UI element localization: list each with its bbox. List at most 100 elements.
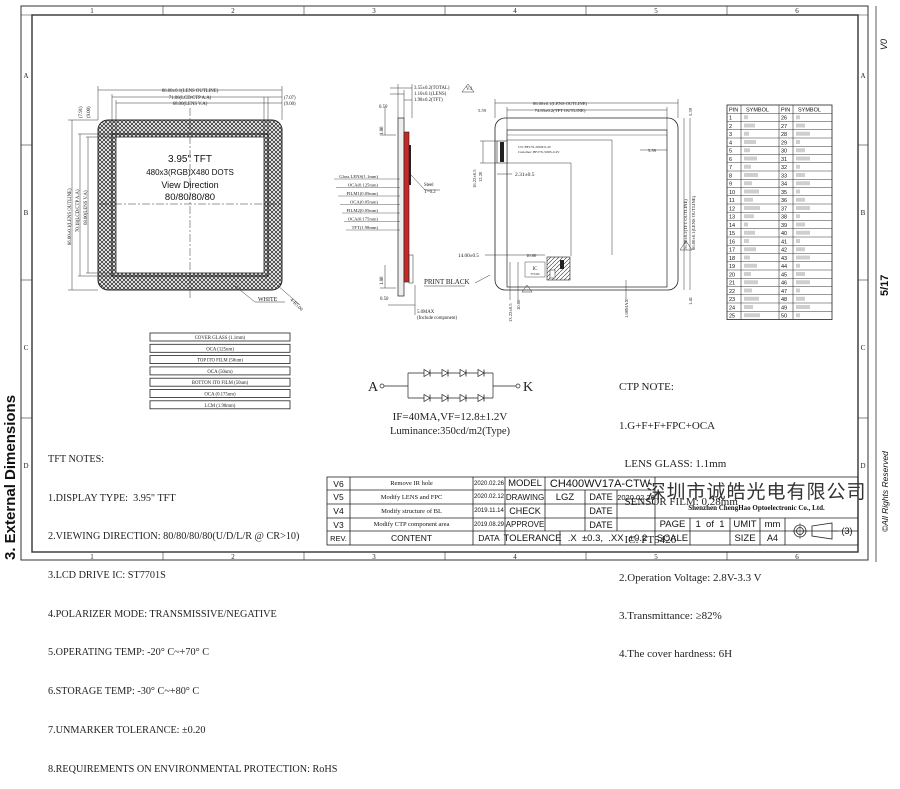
stack-layer-label: OCA (50um) (207, 370, 233, 375)
col-label: 2 (231, 7, 235, 15)
print-black-label: PRINT BLACK (424, 278, 470, 286)
pin-symbol-redacted (744, 280, 758, 285)
col-label: 1 (90, 553, 94, 561)
pin-symbol-redacted (744, 296, 759, 301)
pin-number: 48 (781, 297, 787, 303)
pin-symbol-redacted (744, 206, 760, 210)
layer-label: OCA(0.05mm) (350, 200, 378, 205)
pin-number: 17 (729, 248, 735, 254)
pin-symbol-redacted (744, 123, 755, 128)
led-diode-icon (441, 393, 449, 403)
cathode-label: K (523, 380, 533, 395)
pin-number: 49 (781, 305, 787, 311)
led-spec: IF=40MA,VF=12.8±1.2V (393, 411, 508, 423)
unit-label: UMIT (733, 519, 757, 530)
size-value: A4 (766, 533, 778, 543)
drawing-value: LGZ (555, 491, 575, 503)
size-label: SIZE (734, 532, 756, 544)
pin-number: 7 (729, 165, 732, 171)
row-label: B (861, 209, 866, 217)
dim-559-mid: 5.59 (648, 148, 657, 153)
pin-symbol-redacted (796, 189, 800, 194)
pin-number: 40 (781, 231, 787, 237)
display-size-label: 3.95" TFT (168, 154, 212, 165)
pin-table-header: SYMBOL (746, 107, 769, 113)
pin-number: 3 (729, 132, 732, 138)
dim-050-top: 0.50 (379, 105, 388, 110)
row-label: C (861, 344, 866, 352)
dim-lens-va-width: 68.00(LENS V.A) (173, 102, 208, 107)
pin-symbol-redacted (744, 255, 750, 260)
pin-table-header: SYMBOL (798, 107, 821, 113)
pin-number: 44 (781, 264, 787, 270)
stack-layer-label: TOP ITO FILM (50um) (197, 359, 243, 364)
dim-141: 1.41 (688, 296, 693, 305)
pin-symbol-redacted (796, 288, 800, 293)
rev-date-cell: 2019.11.14 (474, 508, 504, 514)
approve-date-label: DATE (589, 519, 613, 530)
ctp-notes-title: CTP NOTE: (619, 381, 674, 394)
pin-symbol-redacted (744, 313, 760, 318)
stack-layer-label: LCM (1.98mm) (205, 404, 236, 409)
tft-note-item: 1.DISPLAY TYPE: 3.95" TFT (48, 492, 176, 504)
pin-number: 30 (781, 149, 787, 155)
radius-label: 4-R5.00 (289, 298, 304, 313)
approve-label: APPROVE (505, 520, 545, 529)
connector-spec: CN: BF27X-50DP-0.4V (518, 145, 552, 149)
pin-symbol-redacted (796, 206, 810, 210)
backlight-circuit (379, 368, 521, 403)
anode-label: A (368, 380, 379, 395)
stack-layer-box (149, 377, 291, 387)
layer-stack: COVER GLASS (1.1mm) OCA (125um) TOP ITO FI… (149, 332, 291, 410)
stack-layer-label: OCA (125um) (206, 347, 234, 352)
drawing-frame (20, 5, 877, 562)
pin-number: 28 (781, 132, 787, 138)
row-label: D (23, 462, 28, 470)
luminance-spec: Luminance:350cd/m2(Type) (390, 426, 510, 437)
ctp-note-item: 1.G+F+F+FPC+OCA (619, 419, 716, 432)
max-height-note: (Include component) (417, 316, 457, 321)
row-label: D (860, 462, 865, 470)
pin-number: 4 (729, 140, 732, 146)
pin-number: 9 (729, 182, 732, 188)
frame-labels: 1 2 3 4 5 6 1 2 3 4 5 6 A B C D A B C D (23, 7, 865, 561)
view-direction-values: 80/80/80/80 (165, 192, 215, 203)
pin-symbol-redacted (796, 148, 805, 153)
pin-symbol-redacted (796, 305, 810, 309)
tolerance-value: .X ±0.3, .XX ±0.2 (567, 532, 648, 544)
ic-label: IC (533, 267, 539, 272)
title-block-grid (326, 476, 859, 546)
dim-lens-va-height: 68.00(LENS V.A) (84, 190, 89, 225)
ctp-note-item: 3.Transmittance: ≥82% (619, 610, 722, 623)
rev-date-cell: 2020.02.12 (473, 494, 505, 500)
pin-symbol-redacted (796, 263, 800, 268)
pin-number: 25 (729, 314, 735, 320)
rev-content-cell: Remove IR hole (390, 480, 433, 487)
page-label: PAGE (659, 519, 686, 530)
dim-1000b: 10.00 (516, 299, 521, 310)
stack-layer-box (149, 343, 291, 353)
max-height-label: 5.0MAX (417, 310, 435, 315)
dim-ctp-aa-width: 71.86(LCD/CTP A.A) (169, 96, 212, 101)
led-diode-icon (441, 368, 449, 378)
rev-header: REV. (330, 533, 347, 543)
pin-number: 45 (781, 272, 787, 278)
ctp-note-item: 2.Operation Voltage: 2.8V-3.3 V (619, 571, 762, 584)
side-view: 3.55±0.2(TOTAL) 1.10±0.1(LENS) 1.98±0.2(… (334, 83, 475, 321)
pin-symbol-redacted (744, 272, 751, 276)
layer-label: FILM2(0.05mm) (346, 208, 378, 213)
dim-559-right: 5.59 (688, 107, 693, 116)
led-diode-icon (423, 368, 431, 378)
dim-top-offset-1: (7.91) (79, 106, 84, 118)
layer-label: Glass LENS(1.1mm) (339, 174, 378, 179)
dim-180-bottom: 1.80 (380, 276, 385, 285)
projection-note: (3) (841, 526, 853, 536)
pin-symbol-redacted (796, 272, 805, 276)
ic-sub-label: FT5426 (531, 273, 540, 276)
rev-content-cell: Modify LENS and FPC (380, 493, 443, 501)
rev-content-cell: Modify structure of BL (381, 507, 442, 515)
pin-number: 35 (781, 190, 787, 196)
stack-layer-label: COVER GLASS (1.1mm) (195, 336, 246, 341)
pin-symbol-redacted (744, 214, 754, 219)
